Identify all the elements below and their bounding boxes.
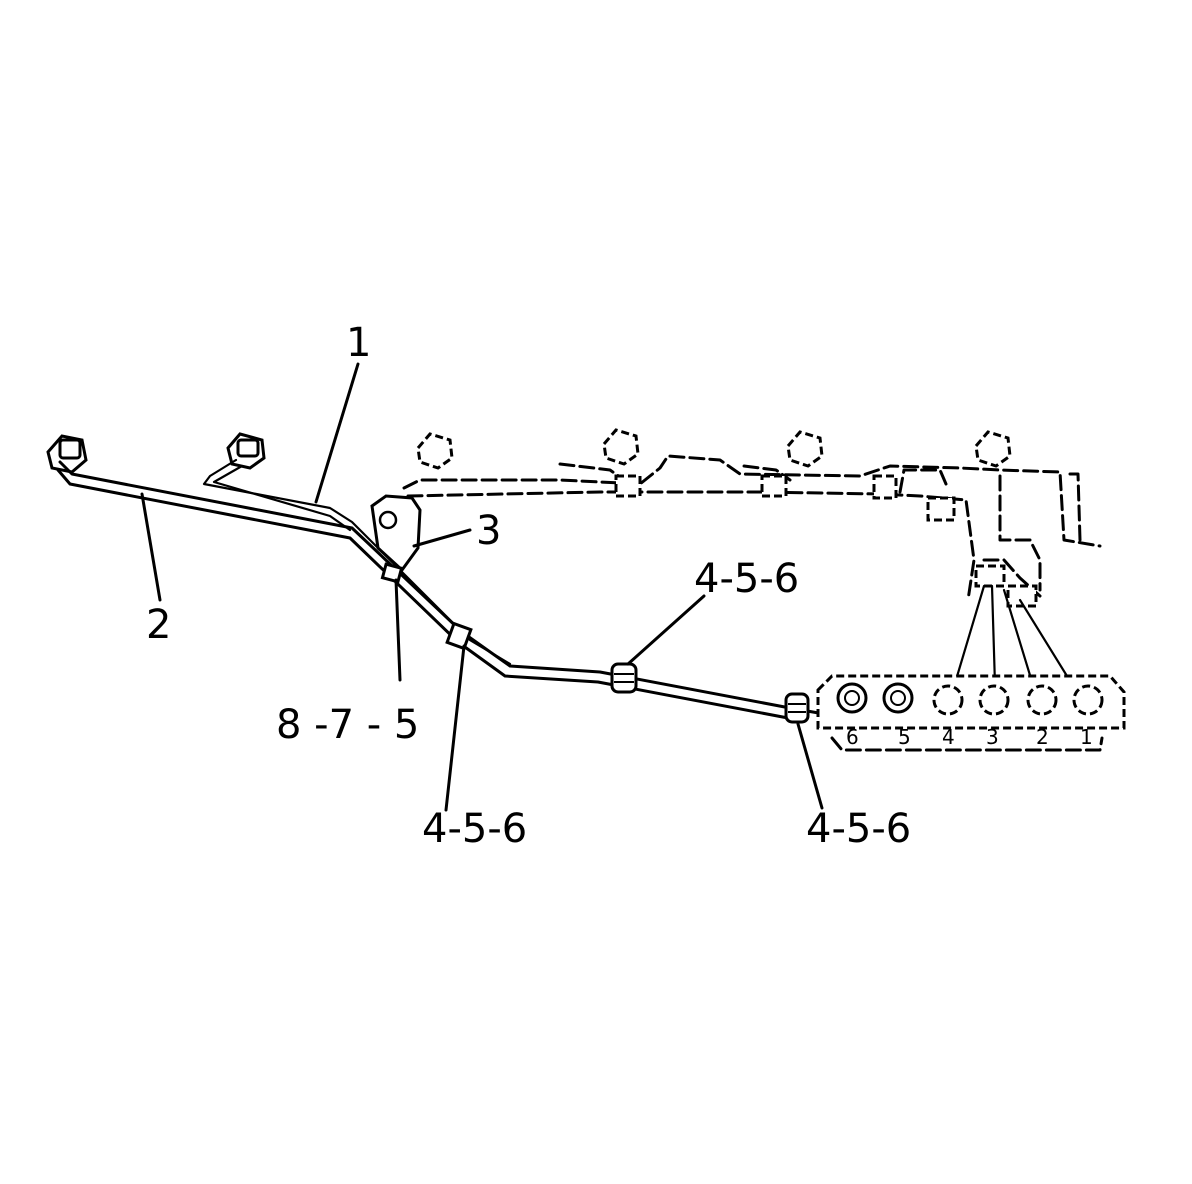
pump-outlets xyxy=(836,682,1104,716)
callout-4-5-6-top: 4-5-6 xyxy=(694,556,799,602)
clamp-right-2 xyxy=(784,692,810,724)
leader-lines xyxy=(140,362,824,812)
port-number-3: 3 xyxy=(986,725,999,749)
callout-4-5-6-left: 4-5-6 xyxy=(422,806,527,852)
clamp-right-1 xyxy=(610,662,638,694)
port-number-2: 2 xyxy=(1036,725,1049,749)
port-number-4: 4 xyxy=(942,725,955,749)
injection-pump xyxy=(816,674,1126,752)
injector-fitting-second xyxy=(226,432,266,470)
callout-8-7-5: 8 -7 - 5 xyxy=(276,702,419,748)
port-number-1: 1 xyxy=(1080,725,1093,749)
hidden-injector-fittings xyxy=(416,428,1038,608)
callout-4-5-6-right: 4-5-6 xyxy=(806,806,911,852)
bracket-3 xyxy=(370,494,422,573)
callout-2: 2 xyxy=(146,602,171,648)
callout-3: 3 xyxy=(476,508,501,554)
clamp-upper xyxy=(380,562,404,584)
callout-1: 1 xyxy=(346,320,371,366)
port-number-6: 6 xyxy=(846,725,859,749)
fuel-line-1 xyxy=(202,458,512,666)
clamp-middle xyxy=(445,621,473,651)
injector-fitting-left xyxy=(46,434,88,474)
port-number-5: 5 xyxy=(898,725,911,749)
